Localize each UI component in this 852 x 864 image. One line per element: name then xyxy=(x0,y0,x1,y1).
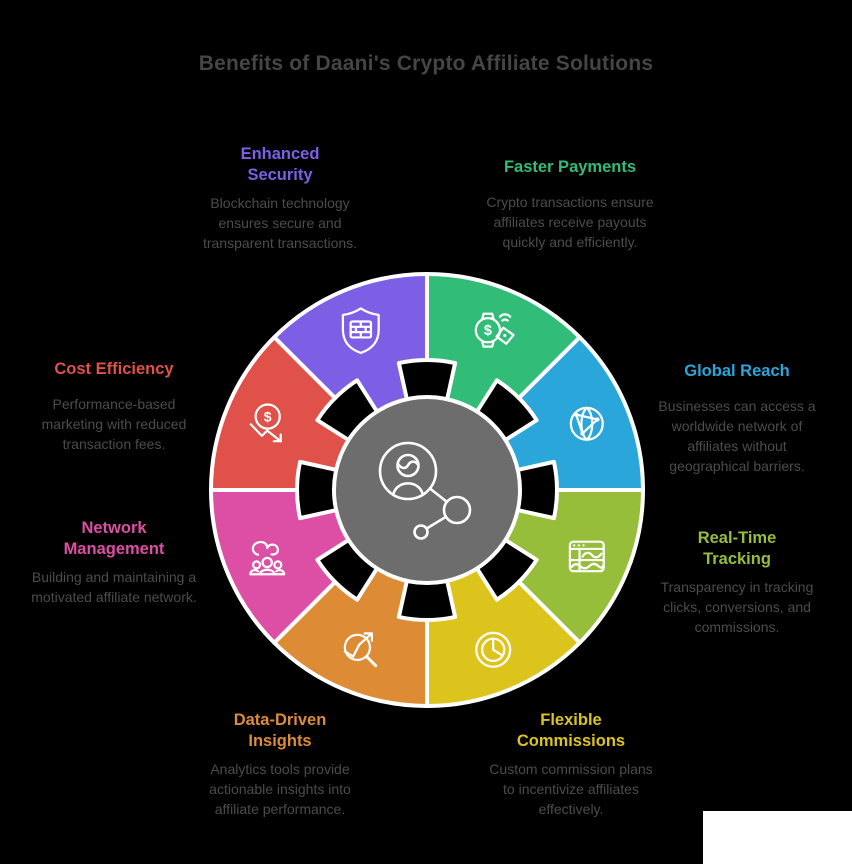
benefit-cost-efficiency: Cost Efficiency Performance-based market… xyxy=(24,359,204,454)
benefit-faster-payments: Faster Payments Crypto transactions ensu… xyxy=(480,157,660,252)
segment-faster-payments xyxy=(425,272,582,418)
segment-cost-efficiency xyxy=(209,335,355,492)
benefit-description: Blockchain technology ensures secure and… xyxy=(202,194,358,251)
benefit-real-time-tracking: Real-Time Tracking Transparency in track… xyxy=(642,528,832,637)
page-title: Benefits of Daani's Crypto Affiliate Sol… xyxy=(198,52,654,75)
segment-data-driven-insights xyxy=(272,562,429,708)
segment-global-reach xyxy=(499,335,645,492)
pie-chart-icon xyxy=(475,631,512,668)
benefit-data-driven-insights: Data-Driven Insights Analytics tools pro… xyxy=(190,710,370,819)
benefit-description: Businesses can access a worldwide networ… xyxy=(658,397,816,474)
benefits-wheel: $ xyxy=(209,272,645,708)
benefit-description: Crypto transactions ensure affiliates re… xyxy=(486,193,654,250)
benefit-label: Network Management xyxy=(63,519,165,558)
benefit-description: Building and maintaining a motivated aff… xyxy=(31,568,197,605)
benefit-network-management: Network Management Building and maintain… xyxy=(24,518,204,607)
benefit-description: Performance-based marketing with reduced… xyxy=(41,395,187,452)
benefit-global-reach: Global Reach Businesses can access a wor… xyxy=(647,361,827,476)
benefit-label: Global Reach xyxy=(684,362,790,380)
benefit-flexible-commissions: Flexible Commissions Custom commission p… xyxy=(486,710,656,819)
benefit-label: Enhanced Security xyxy=(240,145,320,184)
watermark-box xyxy=(703,811,852,864)
benefit-enhanced-security: Enhanced Security Blockchain technology … xyxy=(200,144,360,253)
segment-enhanced-security xyxy=(272,272,429,418)
benefit-label: Data-Driven Insights xyxy=(233,711,327,750)
benefit-label: Faster Payments xyxy=(503,158,637,176)
benefit-description: Custom commission plans to incentivize a… xyxy=(489,760,653,817)
benefit-label: Flexible Commissions xyxy=(516,711,626,750)
benefit-description: Transparency in tracking clicks, convers… xyxy=(660,578,814,635)
benefit-label: Real-Time Tracking xyxy=(697,529,777,568)
benefit-label: Cost Efficiency xyxy=(54,360,174,378)
benefit-description: Analytics tools provide actionable insig… xyxy=(209,760,351,817)
